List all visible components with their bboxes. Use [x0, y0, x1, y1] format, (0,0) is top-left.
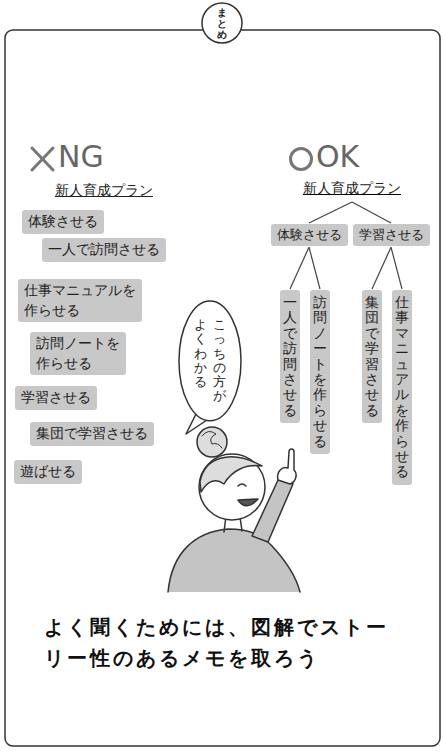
pointing-hand: [278, 449, 296, 484]
node-text: 仕事マニュアルを 作らせる: [24, 281, 136, 320]
title-holder: まとめ: [217, 7, 227, 40]
ok-label: OK: [316, 140, 359, 173]
vertical-text: 一人で訪問させる: [283, 295, 297, 418]
node-text: 集団で学習させる: [36, 424, 148, 444]
bubble-ellipse: [179, 301, 241, 421]
hair-scribble: [202, 431, 222, 448]
plan-item: 集団で学習させる: [30, 422, 154, 446]
plan-heading: 新人育成プラン: [55, 182, 153, 200]
label-holder: 新人育成プラン: [55, 182, 153, 200]
plan-item: 一人で訪問させる: [42, 238, 166, 262]
label-holder: OK: [316, 140, 359, 173]
plan-item: 遊ばせる: [14, 460, 82, 484]
mouth: [238, 499, 258, 506]
caption-holder: よく聞くためには、図解でストーリー性のあるメモを取ろう: [44, 612, 400, 674]
vertical-text: こっちの方が: [213, 318, 226, 404]
cross-mark: [32, 148, 53, 170]
node-text: 体験させる: [277, 226, 342, 244]
tree-connector: [309, 247, 320, 289]
title-text: まとめ: [217, 7, 227, 40]
vertical-text: 集団で学習させる: [365, 295, 379, 418]
caption-text: よく聞くためには、図解でストーリー性のあるメモを取ろう: [44, 612, 400, 674]
label-holder: NG: [58, 140, 104, 173]
node-text: 新人育成プラン: [303, 180, 401, 198]
tree-leaf: 仕事マニュアルを作らせる: [392, 290, 412, 485]
plan-item: 仕事マニュアルを 作らせる: [18, 279, 142, 322]
plan-item: 体験させる: [22, 210, 104, 234]
tree-leaf: 一人で訪問させる: [280, 290, 300, 423]
eye: [238, 484, 246, 486]
node-text: 学習させる: [359, 226, 424, 244]
vertical-text: 仕事マニュアルを作らせる: [395, 295, 409, 480]
vertical-text: よくわかる: [194, 318, 207, 389]
node-text: 一人で訪問させる: [48, 240, 160, 260]
plan-item: 学習させる: [15, 386, 97, 410]
tree-leaf: 集団で学習させる: [362, 290, 382, 423]
tree-branch: 体験させる: [271, 224, 348, 246]
hair-bun: [197, 427, 227, 457]
tree-connector: [352, 202, 391, 223]
node-text: 学習させる: [21, 388, 91, 408]
speech-bubble: こっちの方がよくわかる: [178, 300, 242, 422]
bubble-outline: [178, 300, 242, 422]
node-text: 遊ばせる: [20, 462, 76, 482]
plan-item: 訪問ノートを 作らせる: [30, 332, 126, 375]
arm: [252, 478, 293, 542]
tree-root: 新人育成プラン: [301, 180, 403, 201]
tree-connector: [290, 247, 309, 289]
circle-mark: [291, 149, 312, 170]
tree-connector: [309, 202, 352, 223]
hair: [200, 457, 262, 492]
vertical-text: 訪問ノートを作らせる: [313, 295, 327, 449]
node-text: 体験させる: [28, 212, 98, 232]
tree-connector: [391, 247, 402, 289]
tree-branch: 学習させる: [353, 224, 430, 246]
ng-label: NG: [58, 140, 104, 173]
tree-connector: [372, 247, 391, 289]
head: [199, 454, 265, 520]
body: [168, 529, 300, 592]
summary-frame: [5, 30, 440, 746]
node-text: 訪問ノートを 作らせる: [36, 334, 120, 373]
person-figure: [168, 412, 300, 592]
tree-leaf: 訪問ノートを作らせる: [310, 290, 330, 454]
title-badge: [202, 3, 242, 43]
